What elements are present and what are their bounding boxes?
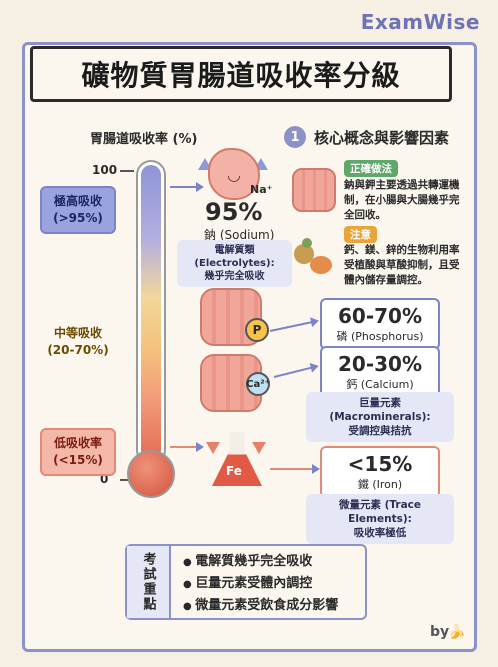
- macro-note: 巨量元素 (Macrominerals): 受調控與拮抗: [306, 392, 454, 442]
- intestine-icon: [292, 168, 336, 212]
- section-title: 核心概念與影響因素: [314, 128, 450, 147]
- calcium-name: 鈣 (Calcium): [346, 378, 414, 391]
- list-item: 微量元素受飲食成分影響: [183, 595, 338, 617]
- tick-100: 100: [92, 163, 118, 177]
- axis-label: 胃腸道吸收率 (%): [90, 132, 198, 147]
- level-low: 低吸收率 (<15%): [40, 428, 116, 476]
- sodium-name: 鈉 (Sodium): [204, 228, 275, 242]
- level-high-text: 極高吸收 (>95%): [53, 194, 103, 225]
- iron-box: <15% 鐵 (Iron): [320, 446, 440, 498]
- stomach-icon: ◡: [208, 148, 260, 200]
- down-arrow-icon: [252, 442, 266, 454]
- arrow-to-iron: [170, 442, 204, 452]
- iron-pct: <15%: [347, 452, 413, 476]
- summary-head-text: 考試重點: [140, 552, 156, 612]
- section-header: 1 核心概念與影響因素: [284, 126, 449, 148]
- iron-name: 鐵 (Iron): [357, 478, 403, 491]
- byline: by: [430, 624, 450, 640]
- arrow-to-sodium: [170, 182, 204, 192]
- thermometer-fill: [141, 165, 161, 460]
- sodium-pct: 95%: [205, 198, 263, 226]
- summary-head: 考試重點: [127, 546, 171, 618]
- iron-badge: Fe: [226, 464, 242, 478]
- correct-tag: 正確做法: [344, 160, 398, 177]
- trace-note: 微量元素 (Trace Elements): 吸收率極低: [306, 494, 454, 544]
- title-box: 礦物質胃腸道吸收率分級: [30, 46, 452, 102]
- correct-text: 鈉與鉀主要透過共轉運機制，在小腸與大腸幾乎完全回收。: [344, 179, 460, 221]
- warning-tag: 注意: [344, 226, 377, 243]
- list-item: 巨量元素受體內調控: [183, 573, 338, 595]
- calcium-badge: Ca²⁺: [246, 372, 270, 396]
- brand-logo: ExamWise: [360, 10, 480, 34]
- food-icon: [292, 238, 338, 278]
- thermometer: [136, 160, 166, 465]
- phosphorus-pct: 60-70%: [337, 304, 422, 328]
- tick-0: 0: [100, 472, 109, 486]
- summary-box: 考試重點 電解質幾乎完全吸收 巨量元素受體內調控 微量元素受飲食成分影響: [125, 544, 367, 620]
- arrow-to-iron-box: [270, 464, 320, 474]
- sodium-symbol: Na⁺: [250, 183, 273, 196]
- electrolyte-note: 電解質類 (Electrolytes): 幾乎完全吸收: [177, 240, 292, 287]
- list-item: 電解質幾乎完全吸收: [183, 551, 338, 573]
- phosphorus-badge: P: [245, 318, 269, 342]
- summary-list: 電解質幾乎完全吸收 巨量元素受體內調控 微量元素受飲食成分影響: [183, 551, 338, 617]
- page-title: 礦物質胃腸道吸收率分級: [81, 59, 401, 92]
- level-low-text: 低吸收率 (<15%): [53, 436, 103, 467]
- phosphorus-box: 60-70% 磷 (Phosphorus): [320, 298, 440, 350]
- level-high: 極高吸收 (>95%): [40, 186, 116, 234]
- banana-icon: 🍌: [448, 624, 466, 640]
- level-mid-text: 中等吸收 (20-70%): [47, 326, 109, 357]
- section-number: 1: [284, 126, 306, 148]
- tick-line-100: [120, 170, 134, 172]
- warning-text: 鈣、鎂、鋅的生物利用率受植酸與草酸抑制，且受體內儲存量調控。: [344, 244, 460, 286]
- level-mid: 中等吸收 (20-70%): [40, 320, 116, 364]
- calcium-box: 20-30% 鈣 (Calcium): [320, 346, 440, 398]
- calcium-pct: 20-30%: [337, 352, 422, 376]
- down-arrow-icon: [206, 442, 220, 454]
- phosphorus-name: 磷 (Phosphorus): [336, 330, 424, 343]
- thermometer-bulb: [127, 450, 175, 498]
